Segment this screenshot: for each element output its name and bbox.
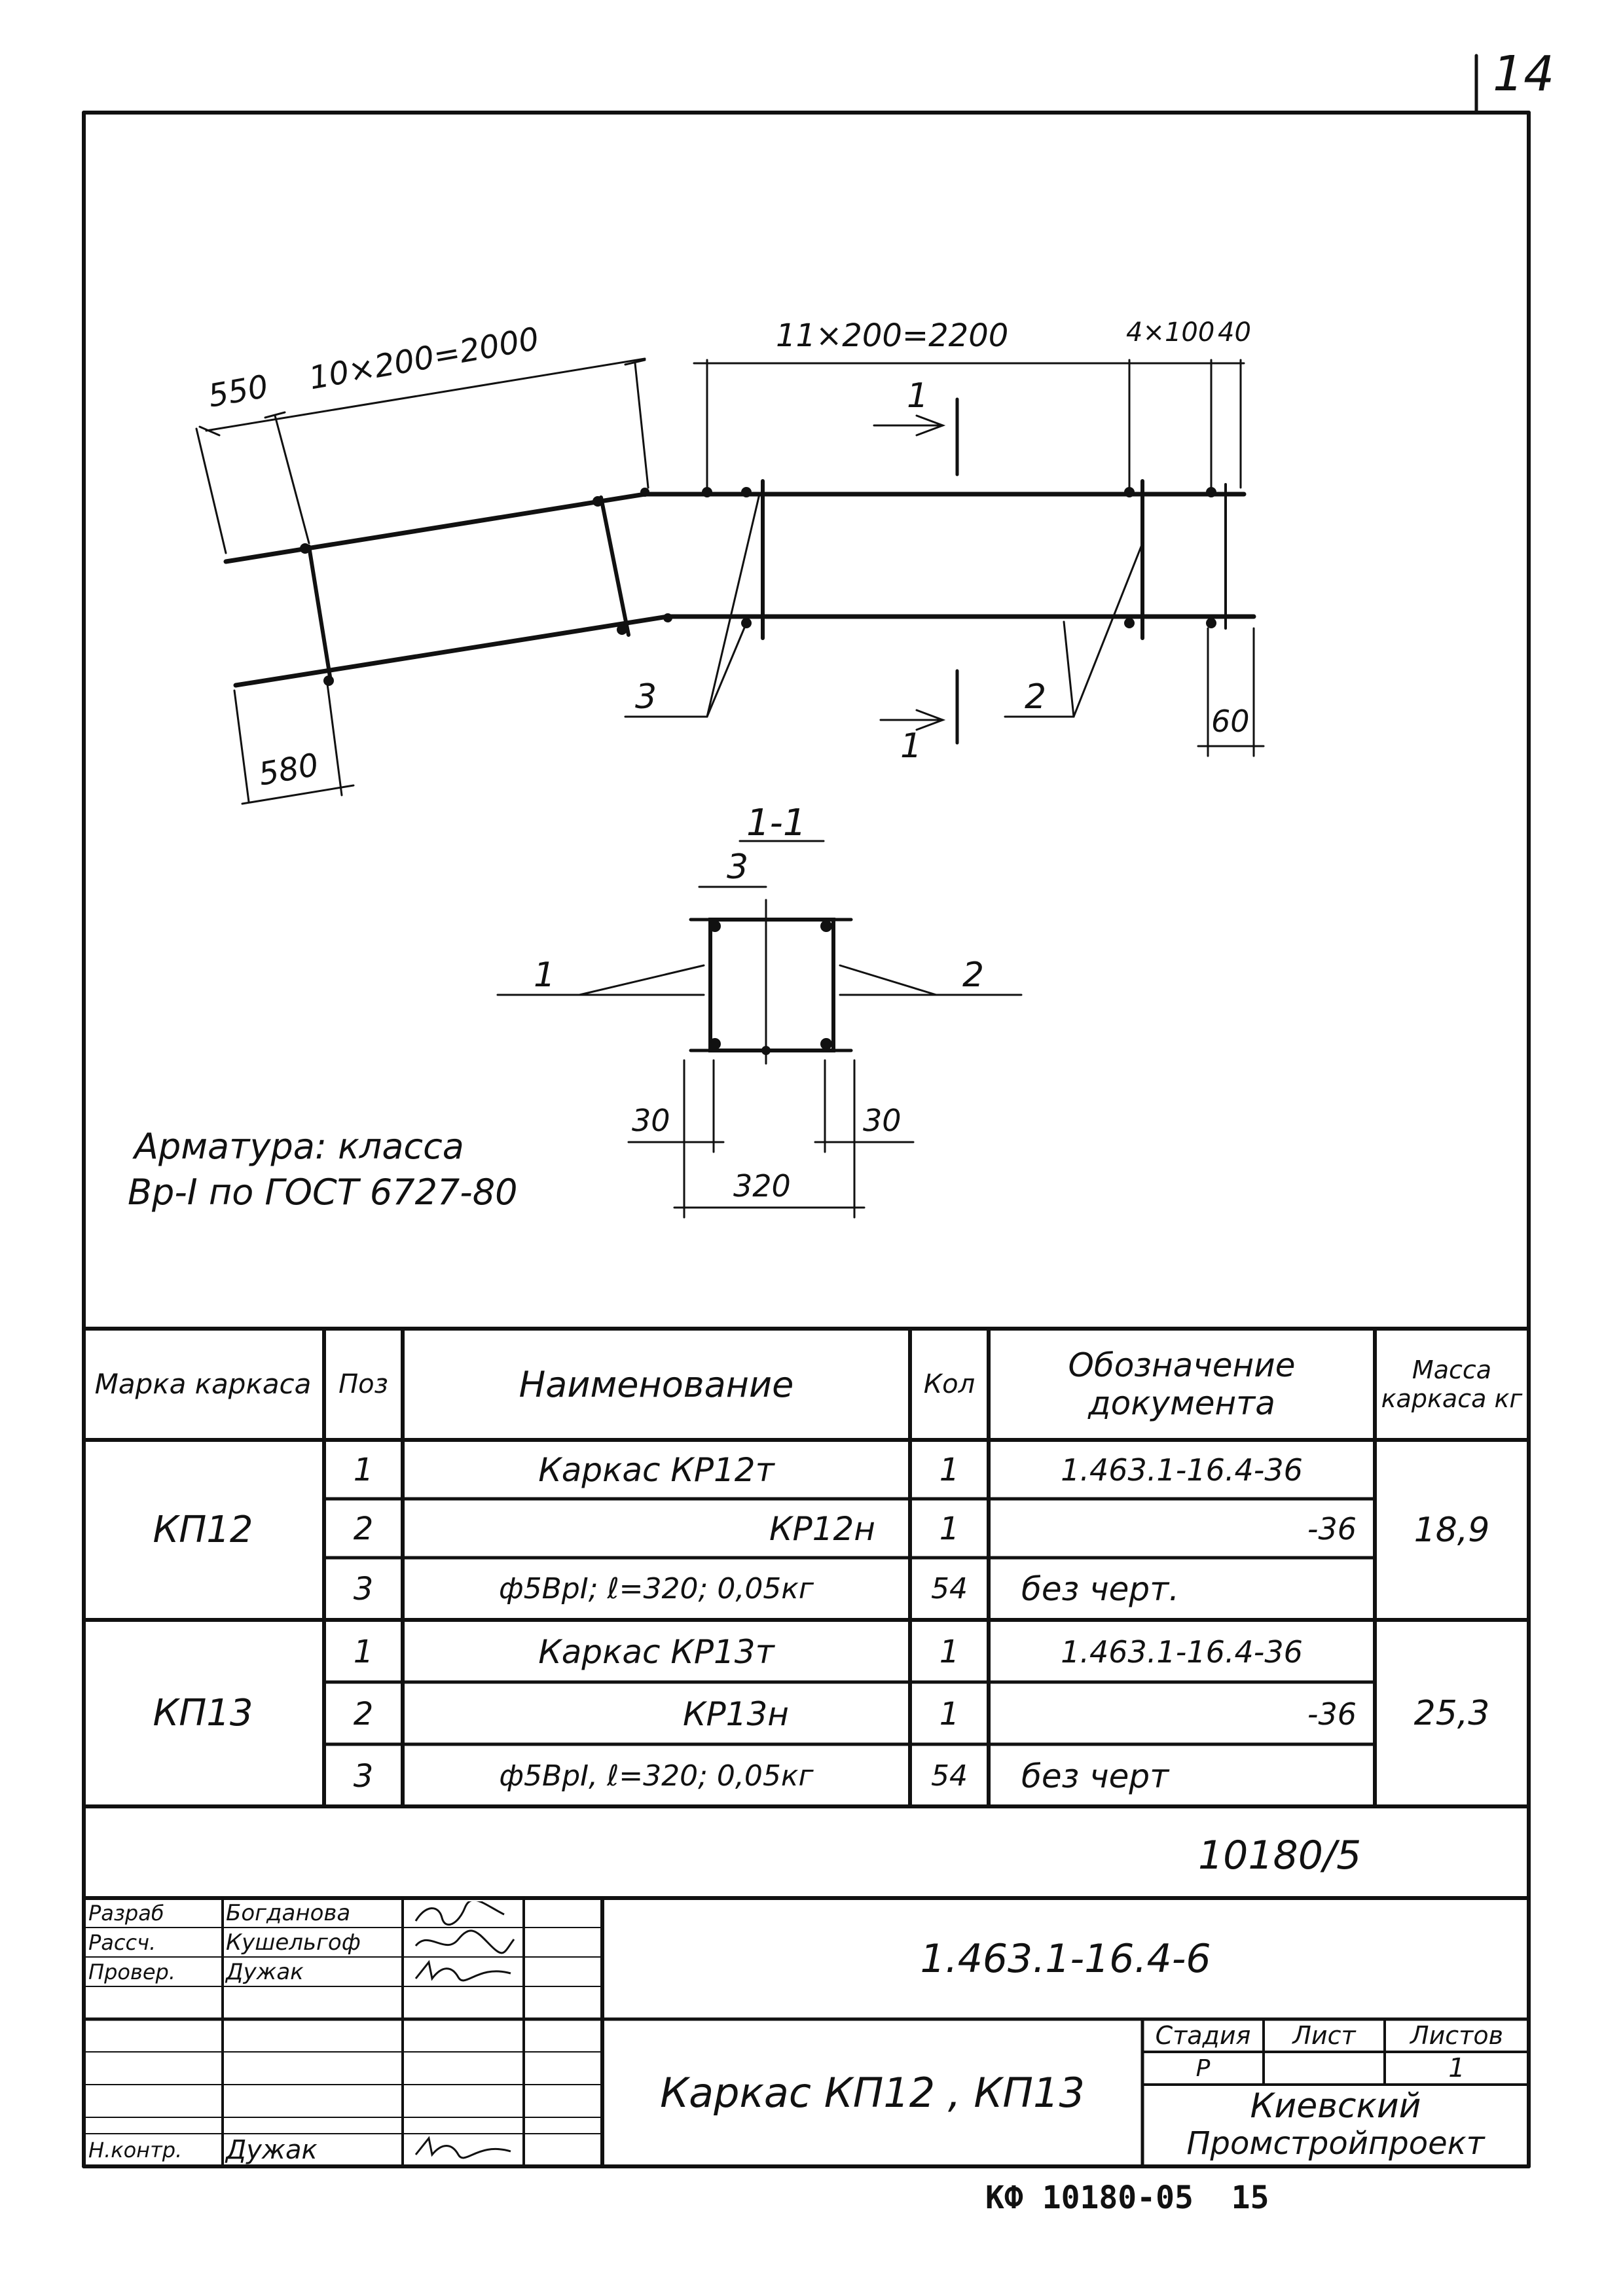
sheet-value: [1265, 2053, 1383, 2083]
row-pos: 2: [353, 1511, 374, 1547]
role-row: Провер.: [88, 1960, 175, 1984]
row-pos: 2: [353, 1695, 374, 1732]
reinforcement-note-line1: Арматура: класса: [134, 1126, 464, 1167]
dim-60: 60: [1211, 704, 1250, 739]
name-row: Кушельгоф: [226, 1929, 361, 1956]
header-pos: Поз: [338, 1369, 388, 1399]
name-row: Дужак: [226, 2135, 318, 2165]
row-doc: -36: [1307, 1696, 1357, 1732]
group-mark-kp12: КП12: [153, 1509, 253, 1551]
header-qty: Кол: [923, 1369, 976, 1399]
signature-calculator: [414, 1929, 515, 1954]
row-doc: без черт.: [1021, 1570, 1180, 1608]
row-qty: 54: [931, 1572, 968, 1605]
group-mark-kp13: КП13: [153, 1692, 253, 1734]
archive-stamp: КФ 10180-05 15: [985, 2179, 1269, 2216]
row-name: ф5ВрI, ℓ=320; 0,05кг: [499, 1759, 814, 1793]
row-doc: -36: [1307, 1511, 1357, 1547]
row-name: ф5ВрI; ℓ=320; 0,05кг: [498, 1572, 814, 1605]
row-pos: 1: [353, 1452, 374, 1488]
archive-number: 10180/5: [1198, 1833, 1362, 1878]
row-pos: 3: [353, 1757, 374, 1795]
row-qty: 1: [939, 1511, 960, 1547]
role-row: Разраб: [88, 1901, 164, 1926]
section-callout-1: 1: [534, 956, 556, 995]
drawing-title: Каркас КП12 , КП13: [660, 2069, 1085, 2117]
sheet-label: Лист: [1292, 2021, 1356, 2050]
stage-value: Р: [1195, 2054, 1211, 2082]
dim-40: 40: [1218, 317, 1251, 348]
row-name: КР12н: [769, 1510, 875, 1548]
dim-11x200: 11×200=2200: [776, 317, 1009, 354]
sheet-number: 14: [1493, 46, 1555, 102]
group-mass-kp12: 18,9: [1413, 1510, 1490, 1550]
name-row: Дужак: [226, 1959, 304, 1985]
row-name: КР13н: [683, 1695, 789, 1733]
row-qty: 1: [939, 1452, 960, 1488]
section-callout-2: 2: [962, 956, 985, 995]
dim-4x100: 4×100: [1126, 317, 1215, 348]
row-name: Каркас КР13т: [538, 1632, 775, 1671]
role-row: Рассч.: [88, 1930, 156, 1955]
sheets-value: 1: [1448, 2053, 1465, 2083]
organization-line2: Промстройпроект: [1186, 2125, 1485, 2162]
callout-pos-2: 2: [1025, 677, 1047, 717]
signature-norm-control: [414, 2136, 511, 2159]
row-pos: 3: [353, 1570, 374, 1607]
row-doc: 1.463.1-16.4-36: [1061, 1452, 1303, 1488]
header-mark: Марка каркаса: [94, 1368, 312, 1400]
cut-label-top: 1: [907, 376, 929, 416]
row-qty: 1: [939, 1633, 960, 1670]
callout-pos-3: 3: [635, 677, 657, 717]
header-name: Наименование: [519, 1363, 794, 1405]
row-doc: 1.463.1-16.4-36: [1061, 1634, 1303, 1670]
row-pos: 1: [353, 1633, 374, 1670]
dim-30-right: 30: [863, 1103, 902, 1138]
header-doc: Обозначение документа: [1068, 1346, 1296, 1422]
group-mass-kp13: 25,3: [1413, 1693, 1490, 1733]
signature-checker: [414, 1960, 511, 1982]
row-qty: 54: [931, 1759, 968, 1793]
role-row: Н.контр.: [88, 2138, 183, 2162]
document-code: 1.463.1-16.4-6: [920, 1935, 1211, 1982]
sheets-label: Листов: [1410, 2021, 1503, 2050]
stage-label: Стадия: [1155, 2021, 1251, 2050]
dim-30-left: 30: [632, 1103, 670, 1138]
signature-developer: [414, 1901, 505, 1926]
organization-line1: Киевский: [1250, 2087, 1421, 2126]
row-qty: 1: [939, 1695, 960, 1732]
cut-label-bottom: 1: [900, 726, 922, 766]
row-name: Каркас КР12т: [538, 1451, 775, 1489]
row-doc: без черт: [1021, 1757, 1169, 1795]
dim-320: 320: [733, 1168, 791, 1204]
reinforcement-note-line2: Вр-I по ГОСТ 6727-80: [128, 1172, 518, 1213]
section-title: 1-1: [746, 802, 807, 844]
header-mass: Масса каркаса кг: [1381, 1355, 1523, 1413]
section-callout-3: 3: [727, 848, 749, 887]
name-row: Богданова: [226, 1900, 351, 1926]
